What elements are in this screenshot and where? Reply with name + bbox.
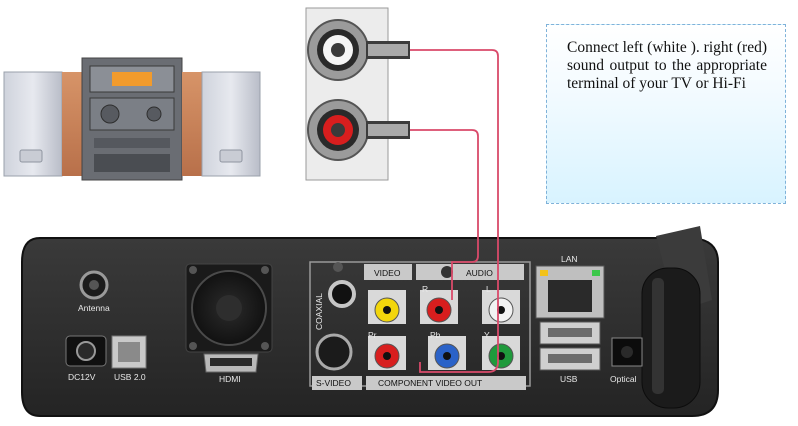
jack-pb-blue xyxy=(428,336,466,370)
label-hdmi: HDMI xyxy=(219,374,241,384)
label-dc12v: DC12V xyxy=(68,372,96,382)
jack-pr-red xyxy=(368,336,406,370)
instruction-callout: Connect left (white ). right (red) sound… xyxy=(546,24,786,204)
audio-cable-lines xyxy=(410,49,499,373)
hifi-system-image xyxy=(3,57,261,181)
label-video: VIDEO xyxy=(374,268,401,278)
label-usb: USB xyxy=(560,374,578,384)
tv-white-jack xyxy=(307,19,410,81)
label-l: L xyxy=(486,284,491,294)
label-coaxial: COAXIAL xyxy=(314,293,324,330)
panel-labels: Antenna USB 2.0 DC12V HDMI COAXIAL S-VID… xyxy=(68,254,637,388)
label-r: R xyxy=(422,284,428,294)
label-usb-2: USB 2.0 xyxy=(114,372,146,382)
label-s-video: S-VIDEO xyxy=(316,378,351,388)
tv-rca-inputs-image xyxy=(305,7,410,181)
label-y: Y xyxy=(484,330,490,340)
device-back-panel-image xyxy=(21,226,719,417)
label-pb: Pb xyxy=(430,330,441,340)
label-pr: Pr xyxy=(368,330,377,340)
jack-y-green xyxy=(482,336,520,370)
label-audio: AUDIO xyxy=(466,268,493,278)
label-lan: LAN xyxy=(561,254,578,264)
label-antenna: Antenna xyxy=(78,303,110,313)
instruction-text: Connect left (white ). right (red) sound… xyxy=(567,39,767,92)
tv-red-jack xyxy=(307,99,410,161)
label-optical: Optical xyxy=(610,374,637,384)
jack-video-yellow xyxy=(368,290,406,324)
label-component-video-out: COMPONENT VIDEO OUT xyxy=(378,378,482,388)
jack-audio-white xyxy=(482,290,520,324)
side-stand-image xyxy=(641,226,712,409)
